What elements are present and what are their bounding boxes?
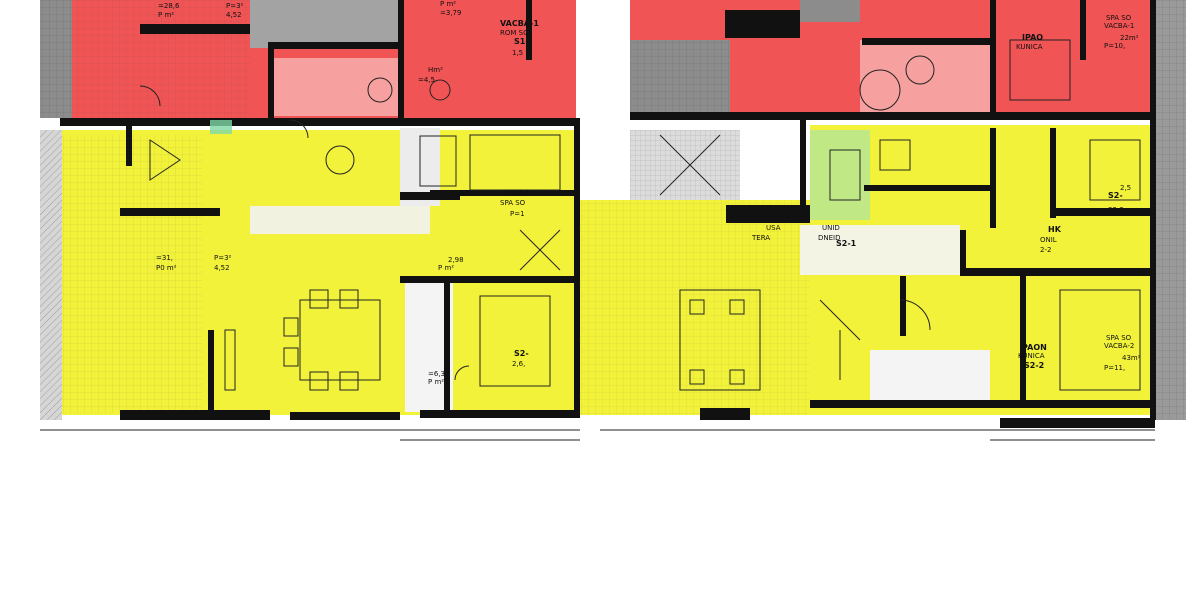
label-47: PAON	[1022, 343, 1047, 352]
label-35: DNEID	[818, 234, 841, 242]
label-29: 2,6,	[512, 360, 525, 368]
label-49: S2-2	[1108, 206, 1124, 214]
label-28: S2-	[514, 349, 529, 358]
label-48: KUNICA	[1018, 352, 1045, 360]
zone-white-right-bath	[870, 350, 990, 408]
label-20: SPA SO	[500, 199, 526, 207]
label-38: ONIL	[1040, 236, 1057, 244]
label-39: 2-2	[1040, 246, 1051, 254]
label-43: SPA SO	[1106, 334, 1132, 342]
walls-right	[630, 0, 1156, 428]
label-18: P=10,	[1104, 42, 1125, 50]
label-36: S2-1	[836, 239, 857, 248]
bottom-lines	[40, 429, 1155, 441]
label-19: VACBA-1	[500, 189, 539, 198]
label-2: P m²	[158, 11, 174, 19]
label-26: 2,98	[448, 256, 464, 264]
label-22: =31,	[156, 254, 173, 262]
label-30: =6,3	[428, 370, 445, 378]
zone-balcony-left-grid	[62, 135, 202, 413]
label-27: P m²	[438, 264, 454, 272]
label-10: 1,5	[512, 49, 523, 57]
zone-pink-right	[860, 40, 990, 112]
label-13: IPAO	[1022, 33, 1043, 42]
label-16: VACBA-1	[1104, 22, 1134, 30]
label-46: P=11,	[1104, 364, 1125, 372]
label-14: KUNICA	[1016, 43, 1043, 51]
label-11: Hm²	[428, 66, 443, 74]
label-44: VACBA-2	[1104, 342, 1134, 350]
label-32: USA	[766, 224, 781, 232]
zone-green-right	[810, 130, 870, 220]
label-1: =28,6	[158, 2, 180, 10]
label-3: P=3²	[226, 2, 244, 10]
label-23: P0 m²	[156, 264, 177, 272]
label-5: P m²	[440, 0, 456, 8]
label-21: P=1	[510, 210, 525, 218]
walls-left	[60, 0, 580, 420]
label-17: 22m²	[1120, 34, 1139, 42]
label-45: 43m²	[1122, 354, 1141, 362]
zone-balcony-left	[268, 58, 398, 116]
label-37: HK	[1048, 225, 1062, 234]
label-8: ROM SC	[500, 29, 528, 37]
label-12: =4,5	[418, 76, 435, 84]
label-41: 2,5	[1120, 184, 1131, 192]
label-33: TERA	[751, 234, 770, 242]
label-7: VACBA-1	[500, 19, 539, 28]
label-6: =3,79	[440, 9, 461, 17]
label-25: 4,52	[214, 264, 230, 272]
zone-grey-right-stripe	[800, 0, 860, 22]
fixtures-left	[139, 77, 561, 391]
label-4: 4,52	[226, 11, 242, 19]
label-42: S2-2	[1024, 361, 1044, 370]
fixtures-right	[659, 39, 1141, 391]
label-15: SPA SO	[1106, 14, 1132, 22]
room-labels: =28,6 P m² P=3² 4,52 P m² =3,79 VACBA-1 …	[156, 0, 1141, 386]
label-24: P=3²	[214, 254, 232, 262]
zone-grey-left-top	[250, 0, 400, 48]
zone-white-right-hall	[800, 225, 960, 275]
label-34: UNID	[822, 224, 840, 232]
label-9: S1-	[514, 37, 529, 46]
green-accent-left	[210, 120, 232, 134]
zone-white-left-corridor	[250, 206, 430, 234]
label-40: S2-	[1108, 191, 1123, 200]
label-31: P m²	[428, 378, 444, 386]
